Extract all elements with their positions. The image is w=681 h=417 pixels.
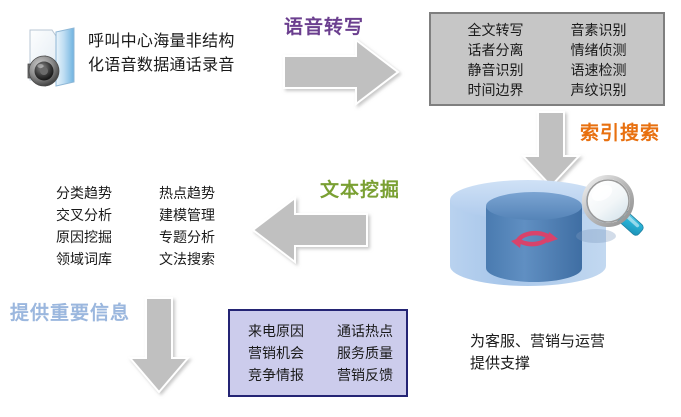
stage-label-text-mining: 文本挖掘 (320, 180, 401, 201)
asr-feature-item: 静音识别 (467, 62, 524, 78)
business-outcome-panel: 来电原因 通话热点 营销机会 服务质量 竞争情报 营销反馈 (228, 309, 408, 397)
outcome-item: 服务质量 (337, 345, 393, 361)
source-description-label: 呼叫中心海量非结构 化语音数据通话录音 (88, 33, 235, 74)
analytics-item: 专题分析 (159, 229, 215, 245)
analytics-item: 文法搜索 (159, 251, 215, 267)
asr-feature-item: 语速检测 (570, 62, 627, 78)
asr-feature-item: 全文转写 (467, 22, 524, 38)
asr-feature-item: 声纹识别 (570, 82, 627, 98)
database-cylinder-icon (446, 178, 646, 293)
arrow-right-icon (282, 37, 400, 107)
asr-feature-item: 话者分离 (467, 42, 524, 58)
outcome-item: 通话热点 (337, 323, 393, 339)
outcome-item: 竞争情报 (248, 367, 304, 383)
outcome-item: 营销机会 (248, 345, 304, 361)
outcome-item: 来电原因 (248, 323, 304, 339)
asr-feature-item: 情绪侦测 (570, 42, 627, 58)
audio-folder-icon (22, 18, 84, 90)
asr-feature-item: 时间边界 (467, 82, 524, 98)
analytics-capability-list: 分类趋势 热点趋势 交叉分析 建模管理 原因挖掘 专题分析 领域词库 文法搜索 (56, 182, 236, 270)
support-statement-text: 为客服、营销与运营 提供支撑 (470, 333, 606, 372)
analytics-item: 交叉分析 (56, 207, 112, 223)
arrow-down-icon (126, 296, 192, 394)
stage-label-index-search: 索引搜索 (580, 123, 661, 144)
arrow-left-icon (241, 195, 369, 265)
analytics-item: 原因挖掘 (56, 229, 112, 245)
magnifying-glass-icon (578, 173, 652, 241)
analytics-item: 建模管理 (159, 207, 215, 223)
stage-label-provide-info: 提供重要信息 (10, 303, 131, 324)
stage-label-transcribe: 语音转写 (284, 17, 365, 38)
arrow-down-icon (519, 110, 583, 188)
asr-feature-panel: 全文转写 音素识别 话者分离 情绪侦测 静音识别 语速检测 时间边界 声纹识别 (429, 12, 665, 106)
analytics-item: 领域词库 (56, 251, 112, 267)
outcome-item: 营销反馈 (337, 367, 393, 383)
asr-feature-item: 音素识别 (570, 22, 627, 38)
analytics-item: 热点趋势 (159, 185, 215, 201)
analytics-item: 分类趋势 (56, 185, 112, 201)
